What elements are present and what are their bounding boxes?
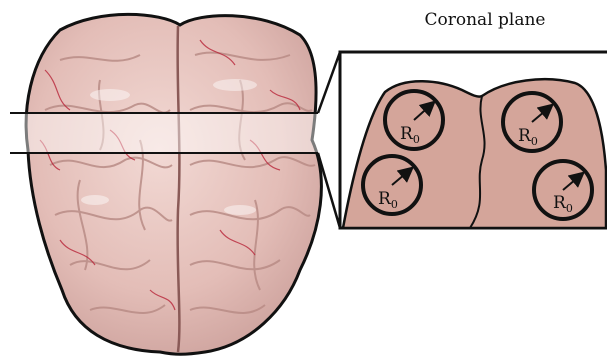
plane-title: Coronal plane: [395, 10, 575, 30]
coronal-band: [10, 113, 318, 153]
brain-outline: [26, 14, 321, 354]
brain-photo: [10, 14, 321, 354]
coronal-plane-panel: R0 R0 R0 R0: [340, 52, 607, 228]
